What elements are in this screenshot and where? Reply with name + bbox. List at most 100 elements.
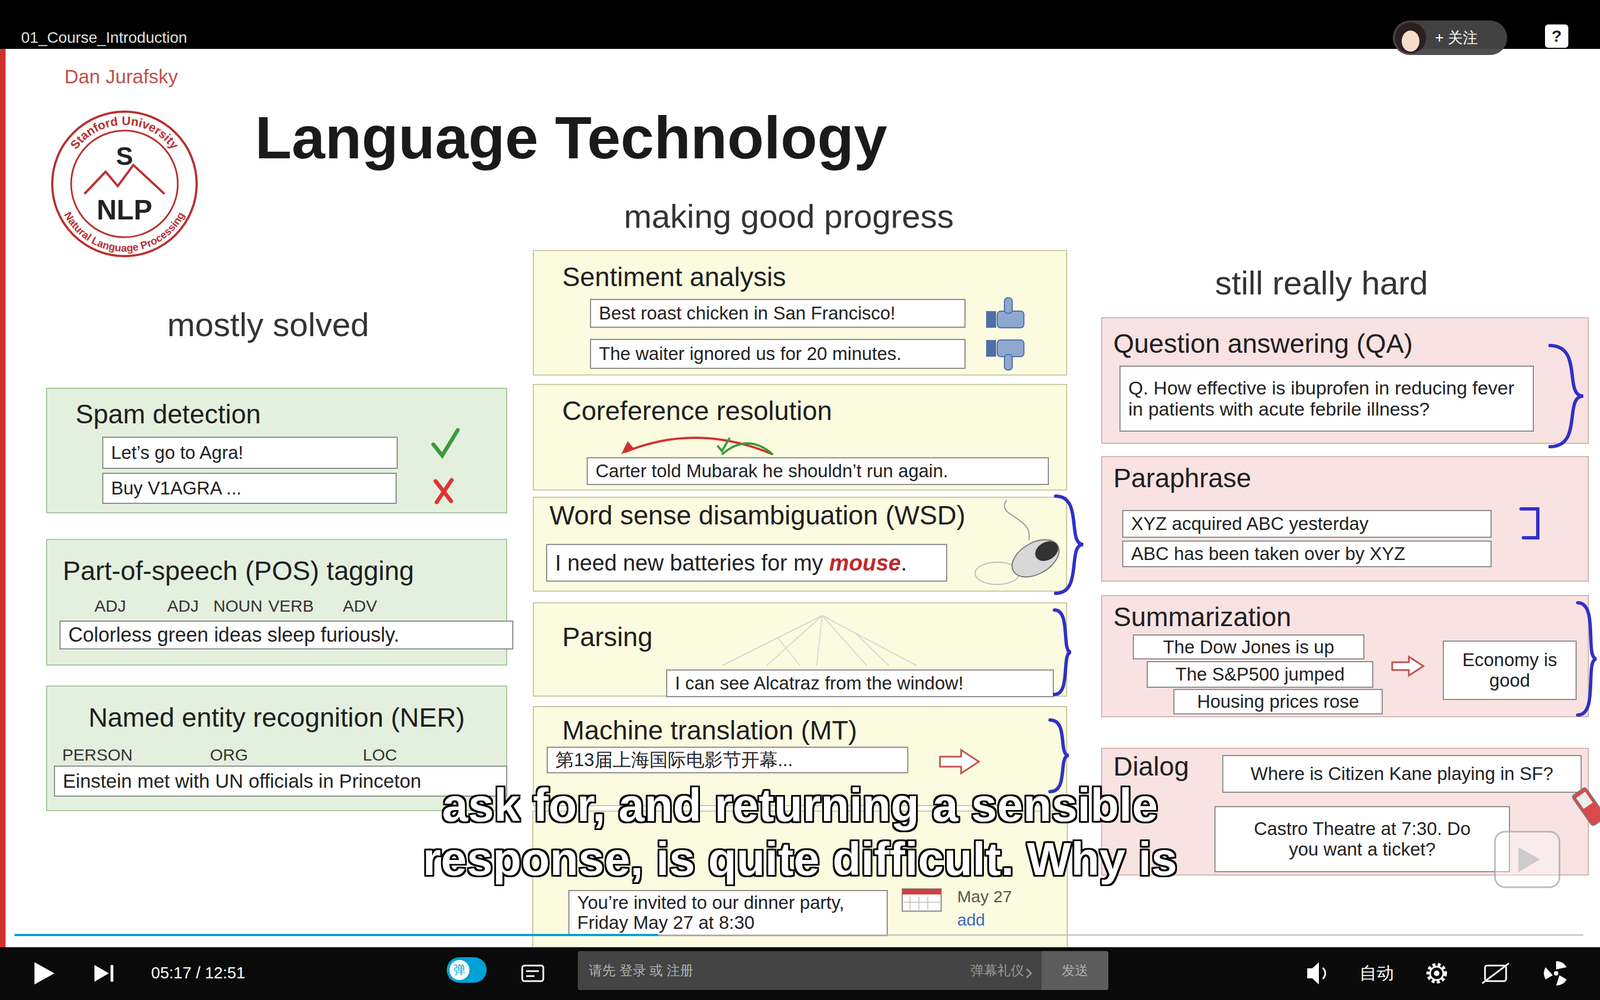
- task-panel: Parsing I can see Alcatraz from the windo…: [532, 602, 1068, 697]
- example-text: Q. How effective is ibuprofen in reducin…: [1128, 377, 1525, 420]
- danmaku-toggle: 弹: [446, 957, 487, 983]
- avatar-fringe: [1400, 26, 1421, 35]
- example-text: Housing prices rose: [1197, 691, 1360, 713]
- task-panel: Word sense disambiguation (WSD)I need ne…: [532, 496, 1068, 592]
- phone-screen: [1576, 791, 1593, 809]
- example-box: Let’s go to Agra!: [102, 436, 398, 469]
- button-text: 发送: [1061, 961, 1089, 980]
- example-text: The waiter ignored us for 20 minutes.: [598, 343, 902, 365]
- entity-tag: PERSON: [62, 745, 133, 765]
- panel-heading: Sentiment analysis: [562, 261, 1067, 293]
- gear-ring: [1430, 966, 1444, 980]
- column-heading: mostly solved: [167, 305, 369, 344]
- phone-body: [1571, 786, 1600, 827]
- slide-edge-strip: [0, 48, 6, 948]
- example-box: Castro Theatre at 7:30. Do you want a ti…: [1214, 806, 1510, 873]
- example-text: I can see Alcatraz from the window!: [675, 672, 964, 694]
- example-text: ABC has been taken over by XYZ: [1131, 543, 1405, 565]
- logo-letters: NLP: [96, 194, 153, 226]
- panel-heading: Named entity recognition (NER): [47, 702, 507, 733]
- task-panel: SummarizationThe Dow Jones is upThe S&P5…: [1101, 595, 1589, 718]
- slide-ground: [0, 48, 1600, 948]
- example-text: Einstein met with UN officials in Prince…: [62, 770, 422, 793]
- task-panel: Sentiment analysisBest roast chicken in …: [532, 250, 1068, 376]
- task-panel: Question answering (QA) Q. How effective …: [1101, 317, 1589, 444]
- example-text: Let’s go to Agra!: [111, 442, 244, 464]
- arc-arrowhead: [621, 441, 634, 455]
- logo-letters: S: [116, 141, 134, 171]
- coreference-arc: [721, 443, 773, 455]
- panel-heading: Summarization: [1113, 601, 1588, 633]
- entity-tag: ORG: [210, 745, 248, 765]
- fan-icon: [1540, 961, 1567, 989]
- danmaku-input: 请先 登录 或 注册弹幕礼仪发送: [577, 951, 1109, 990]
- fan-blade: [1540, 966, 1553, 980]
- example-box: ABC has been taken over by XYZ: [1122, 540, 1492, 568]
- example-text: Buy V1AGRA ...: [111, 477, 242, 499]
- bracket: [1050, 720, 1069, 792]
- example-box: Where is Citizen Kane playing in SF?: [1222, 755, 1582, 793]
- tree-lines: [722, 615, 917, 666]
- bracket: [1521, 508, 1538, 538]
- entity-tag: LOC: [362, 745, 398, 765]
- button-text: + 关注: [1435, 27, 1478, 48]
- panel-heading: Spam detection: [75, 398, 507, 430]
- example-box: I can see Alcatraz from the window!: [666, 669, 1054, 698]
- bracket: [1550, 345, 1584, 447]
- settings-gear: [1428, 965, 1445, 982]
- example-box: I need new batteries for my mouse.: [546, 543, 948, 582]
- follow-button: + 关注: [1392, 20, 1508, 55]
- check-mark: [433, 430, 458, 456]
- thumb-cuff: [986, 311, 997, 328]
- column-heading: still really hard: [1215, 263, 1428, 303]
- example-text: Carter told Mubarak he shouldn’t run aga…: [595, 460, 949, 482]
- example-text: Economy is good: [1457, 650, 1563, 691]
- example-text: Where is Citizen Kane playing in SF?: [1250, 763, 1554, 785]
- panel-heading: Machine translation (MT): [562, 715, 1067, 746]
- help-icon: ?: [1545, 24, 1569, 48]
- time-display: 05:17 / 12:51: [151, 963, 245, 983]
- example-text: The Dow Jones is up: [1162, 636, 1334, 658]
- cross-mark: [435, 480, 452, 503]
- example-box: The Dow Jones is up: [1132, 634, 1365, 660]
- example-box: Q. How effective is ibuprofen in reducin…: [1119, 365, 1534, 432]
- thumb-cuff: [986, 340, 997, 357]
- pos-tag: ADV: [342, 596, 378, 617]
- icon-lines: [526, 971, 539, 977]
- thumb-hand: [997, 340, 1024, 357]
- fan-blade: [1556, 961, 1567, 970]
- icon-slash: [1482, 963, 1509, 984]
- coreference-arc: [624, 437, 773, 455]
- bracket: [1054, 610, 1072, 695]
- university-logo: Stanford University S NLP Natural Langua…: [50, 109, 199, 259]
- bracket: [1055, 496, 1084, 594]
- example-text: XYZ acquired ABC yesterday: [1131, 513, 1369, 535]
- calendar-grid: [903, 896, 940, 910]
- icon-frame: [522, 965, 544, 982]
- control-bar: [0, 947, 1600, 1000]
- fan-hub: [1553, 971, 1559, 976]
- chevron: [1026, 968, 1032, 978]
- logo-drawing: Stanford University S NLP Natural Langua…: [50, 109, 199, 259]
- calendar-page: [902, 888, 942, 912]
- panel-heading: Parsing: [562, 621, 1067, 653]
- play-icon: [34, 962, 55, 985]
- calendar-date: May 27: [957, 887, 1012, 907]
- summary-arrow: [1392, 656, 1424, 676]
- pos-tag: NOUN: [213, 596, 263, 617]
- panel-heading: Paraphrase: [1113, 462, 1588, 494]
- thumb-hand: [997, 311, 1024, 328]
- thumb-up-icon: [986, 297, 1024, 328]
- volume-icon: [1307, 962, 1326, 985]
- mouse-cord: [1004, 500, 1030, 540]
- mouse-body: [1005, 532, 1066, 585]
- thumb-down-icon: [986, 340, 1024, 370]
- calendar-icon: [902, 888, 942, 912]
- example-box: Einstein met with UN officials in Prince…: [53, 765, 508, 797]
- logo-inner-ring: [71, 130, 178, 238]
- bracket: [1577, 602, 1597, 715]
- panel-heading: Question answering (QA): [1113, 328, 1588, 359]
- example-text: I need new batteries for my mouse.: [555, 550, 908, 576]
- example-box: Colorless green ideas sleep furiously.: [59, 620, 514, 650]
- example-box: The waiter ignored us for 20 minutes.: [590, 338, 966, 369]
